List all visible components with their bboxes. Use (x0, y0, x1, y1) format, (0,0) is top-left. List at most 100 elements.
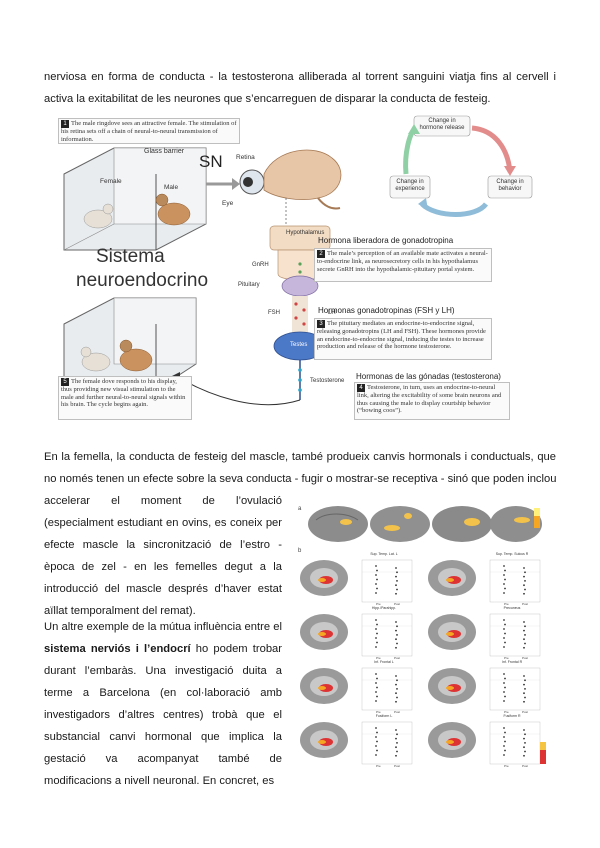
panel-a-label: a (298, 506, 302, 512)
data-point (503, 736, 505, 738)
plot-title: Inf. Frontal R (501, 660, 523, 664)
data-point (376, 641, 378, 644)
data-point (395, 692, 397, 695)
data-point (375, 646, 377, 648)
fsh-label: FSH (268, 310, 280, 316)
data-point (375, 682, 377, 684)
data-point (503, 745, 505, 747)
data-point (375, 700, 377, 702)
data-point (395, 629, 397, 632)
scatter-frame (489, 667, 541, 711)
data-point (523, 683, 525, 686)
hormone-column (172, 225, 331, 406)
female-label: Female (100, 178, 122, 185)
data-point (395, 646, 397, 649)
data-point (523, 737, 525, 740)
data-point (504, 686, 506, 689)
data-point (523, 754, 525, 757)
data-point (395, 675, 397, 677)
x-tick-label: Pre (376, 602, 381, 606)
x-tick-label: Post (394, 602, 400, 606)
plot-title: Fusiform L (375, 714, 393, 718)
data-point (396, 642, 398, 645)
data-point (396, 733, 398, 736)
x-tick-label: Pre (504, 710, 509, 714)
data-point (523, 675, 525, 677)
data-point (523, 700, 525, 703)
data-point (523, 692, 525, 695)
data-point (503, 754, 505, 756)
data-point (395, 592, 397, 595)
data-point (376, 731, 378, 734)
data-point (523, 629, 525, 632)
data-point (375, 736, 377, 738)
step-3-number: 3 (317, 320, 325, 328)
data-point (503, 700, 505, 702)
data-point (523, 621, 525, 623)
data-point (523, 584, 525, 587)
data-point (523, 567, 525, 569)
data-point (396, 588, 398, 591)
plot-title: Hipp./Parahipp. (371, 606, 397, 610)
data-point (395, 683, 397, 686)
data-point (375, 754, 377, 756)
data-point (375, 673, 377, 675)
plot-title: Sup. Temp. Sulcus R (495, 552, 529, 556)
x-tick-label: Pre (376, 710, 381, 714)
sistema-label: Sistema (96, 246, 165, 267)
data-point (376, 578, 378, 581)
x-tick-label: Post (522, 710, 528, 714)
data-point (395, 754, 397, 757)
data-point (524, 588, 526, 591)
data-point (524, 679, 526, 682)
data-point (396, 696, 398, 699)
female-dove-top (83, 209, 113, 229)
data-point (375, 619, 377, 621)
eye-label: Eye (222, 200, 234, 207)
x-tick-label: Post (522, 656, 528, 660)
data-point (376, 740, 378, 743)
data-point (395, 737, 397, 740)
data-point (524, 742, 526, 744)
plot-title: Fusiform R (503, 714, 521, 718)
data-point (396, 688, 398, 690)
data-point (523, 646, 525, 649)
data-point (375, 727, 377, 729)
intro-line-1: nerviosa en forma de conducta - la testo… (44, 71, 556, 83)
para3-part-b: ho podem trobar durant l’embaràs. Una in… (44, 643, 282, 787)
data-point (503, 619, 505, 621)
data-point (503, 637, 505, 639)
x-tick-label: Post (394, 710, 400, 714)
data-point (523, 729, 525, 731)
data-point (503, 691, 505, 693)
x-tick-label: Pre (376, 656, 381, 660)
colorbar (540, 742, 546, 764)
lh-label: LH (328, 310, 336, 316)
x-tick-label: Pre (504, 602, 509, 606)
plot-title: Inf. Frontal L (374, 660, 394, 664)
scatter-frame (489, 721, 541, 765)
data-point (523, 638, 525, 641)
sn-label: SN (199, 152, 223, 171)
scatter-frame (361, 559, 413, 603)
data-point (395, 700, 397, 703)
step-4-number: 4 (357, 384, 365, 392)
data-point (524, 642, 526, 645)
scatter-frame (361, 613, 413, 657)
top-cage (63, 147, 207, 251)
male-label: Male (164, 184, 179, 191)
data-point (396, 742, 398, 744)
data-point (504, 695, 506, 698)
plot-title-layer: Sup. Temp. Lat. L Sup. Temp. Sulcus R Hi… (296, 552, 548, 768)
step-4-text: Testosterone, in turn, uses an endocrine… (357, 384, 502, 414)
data-point (376, 695, 378, 698)
data-point (503, 682, 505, 684)
data-point (395, 621, 397, 623)
para2-rest: accelerar el moment de l’ovulació (espec… (44, 495, 282, 617)
